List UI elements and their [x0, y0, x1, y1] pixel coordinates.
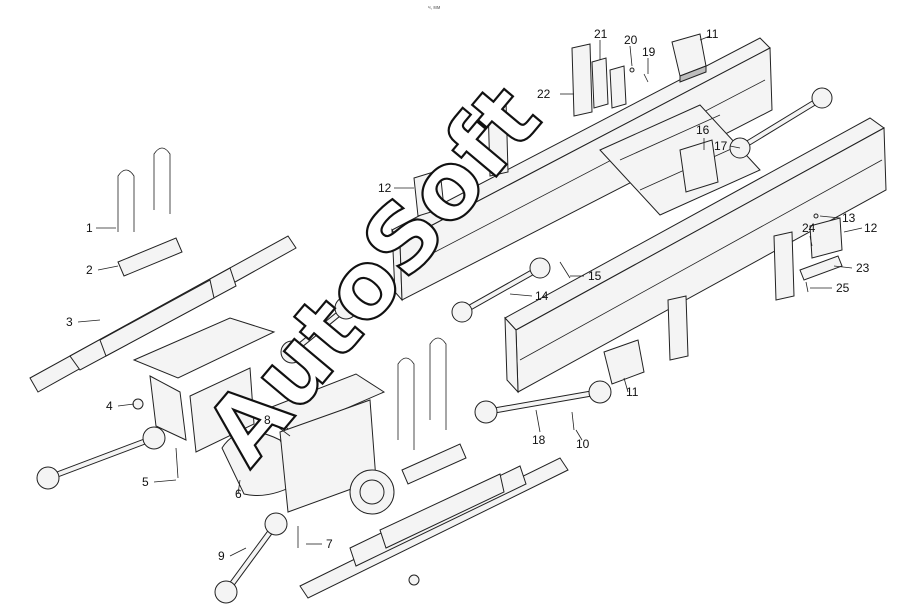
callout-2: 2: [86, 263, 93, 277]
bracket-11-top: [671, 33, 707, 83]
callout-16: 16: [696, 123, 710, 137]
torque-rod-upper-left: [280, 296, 358, 364]
bracket-12-left: [413, 169, 445, 217]
bolt-15: [559, 261, 571, 279]
frame-crossmember: [599, 104, 761, 216]
spring-pad-2: [117, 237, 183, 277]
bracket-11-bottom: [603, 339, 645, 385]
bracket-12-right: [809, 217, 843, 259]
callout-15: 15: [588, 269, 602, 283]
callout-11-top: 11: [706, 27, 719, 41]
callout-12-left: 12: [378, 181, 392, 195]
u-bolt-pair-left: [117, 147, 171, 232]
bolt-19: [643, 73, 649, 83]
callout-24: 24: [802, 221, 816, 235]
bracket-plate-right-low: [667, 295, 689, 361]
torque-rod-17: [729, 87, 833, 159]
balancer-bracket-right: [263, 373, 395, 515]
balancer-bracket-left: [132, 317, 276, 453]
callout-5: 5: [142, 475, 149, 489]
callout-1: 1: [86, 221, 93, 235]
callout-17: 17: [714, 139, 728, 153]
leaf-spring-right: [299, 457, 569, 599]
bracket-16: [679, 139, 719, 193]
bracket-plate-21-a: [591, 57, 609, 109]
callout-18: 18: [532, 433, 546, 447]
nut-4: [132, 398, 144, 410]
callout-25: 25: [836, 281, 850, 295]
callout-8: 8: [264, 413, 271, 427]
callout-20: 20: [624, 33, 638, 47]
bracket-plate-21-b: [609, 65, 627, 109]
bolt-10: [571, 411, 575, 431]
callouts: 1 2 3 4 5 6 7 8 9 10 11 11 12 12 13 14 1…: [66, 27, 878, 563]
callout-7: 7: [326, 537, 333, 551]
bolt-25: [805, 281, 809, 293]
callout-10: 10: [576, 437, 590, 451]
frame-rail-left: [391, 37, 773, 302]
nut-20: [629, 67, 635, 73]
callout-22: 22: [537, 87, 551, 101]
callout-3: 3: [66, 315, 73, 329]
callout-11-bottom: 11: [626, 385, 639, 399]
bracket-plate-22: [571, 43, 593, 117]
leader-lines: [77, 35, 863, 557]
nut-13: [813, 213, 819, 219]
callout-19: 19: [642, 45, 656, 59]
torque-rod-18: [474, 380, 612, 424]
spring-pad-center: [401, 443, 467, 485]
callout-13: 13: [842, 211, 856, 225]
callout-14: 14: [535, 289, 549, 303]
nut-bottom: [408, 574, 420, 586]
header-mark: ч, мм: [428, 5, 441, 11]
bolt-5: [175, 447, 179, 479]
callout-4: 4: [106, 399, 113, 413]
bracket-23: [799, 255, 843, 281]
torque-rod-9: [214, 512, 288, 604]
callout-21: 21: [594, 27, 608, 41]
torque-rod-14: [451, 257, 551, 323]
u-bolt-pair-center: [397, 337, 447, 450]
callout-12-right: 12: [864, 221, 878, 235]
torque-rod-lower-left: [36, 426, 166, 490]
callout-6: 6: [235, 487, 242, 501]
bracket-plate-left: [487, 99, 509, 177]
callout-9: 9: [218, 549, 225, 563]
leaf-spring-left: [29, 235, 297, 393]
bracket-plate-far-right: [773, 231, 795, 301]
callout-23: 23: [856, 261, 870, 275]
frame-rail-right: [504, 117, 887, 394]
